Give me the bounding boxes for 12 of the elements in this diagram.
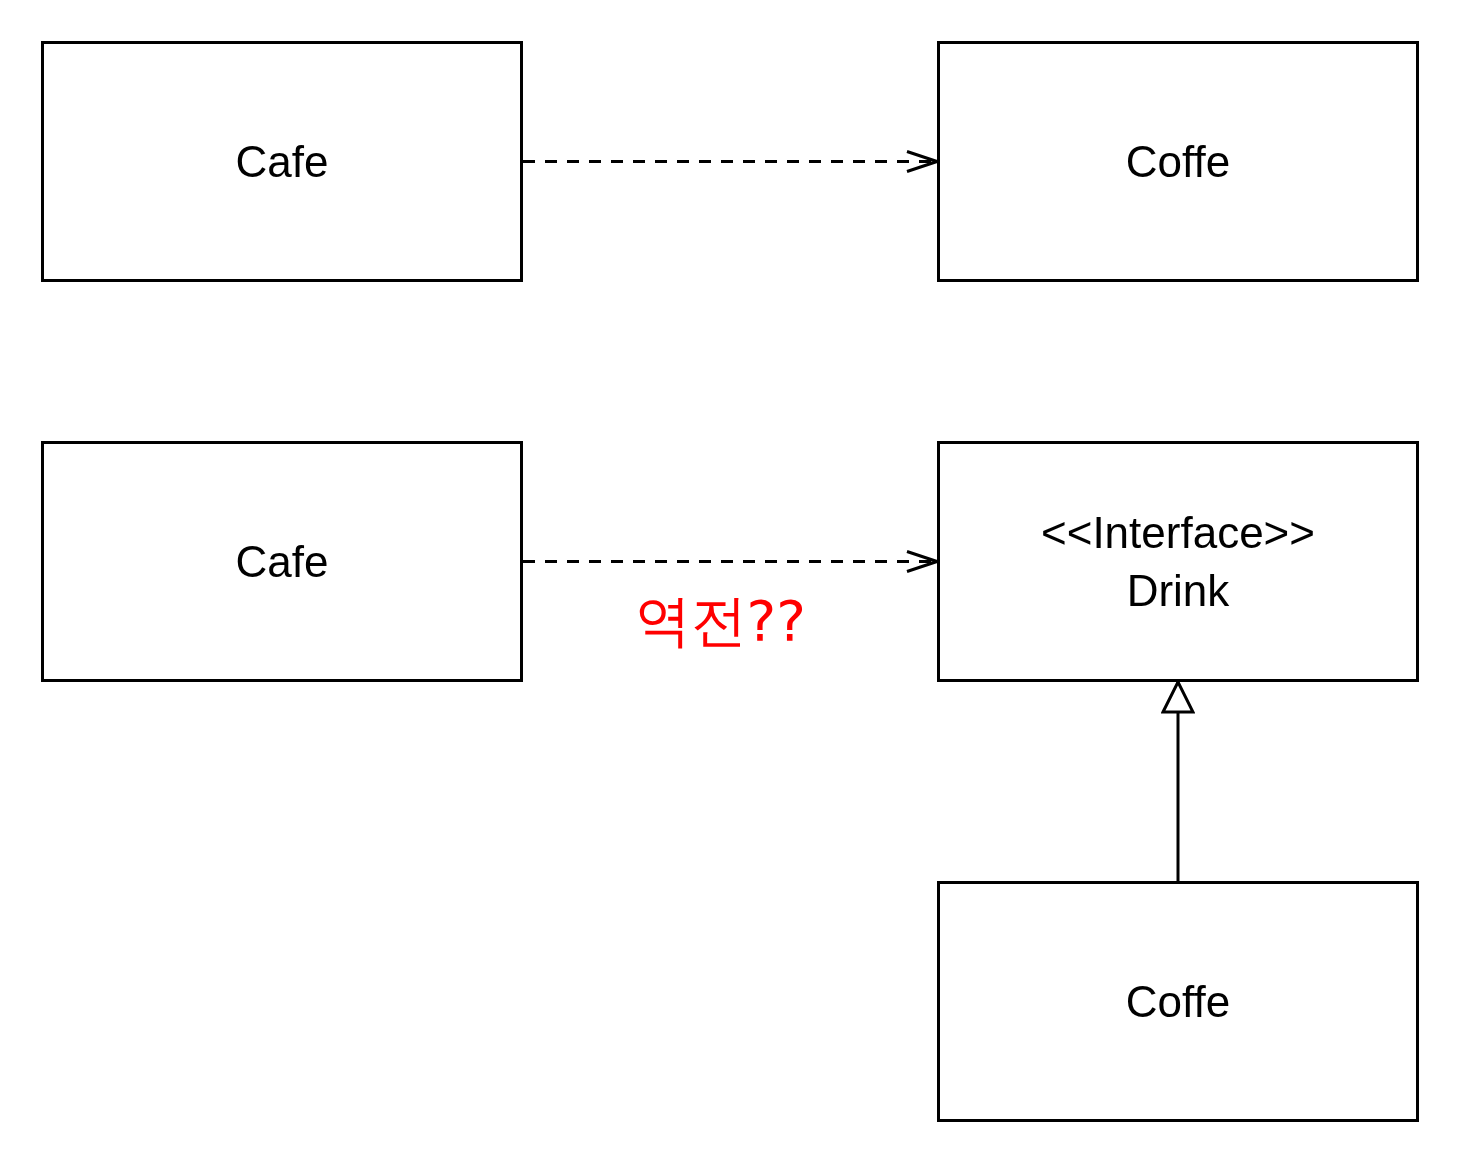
class-box [937, 881, 1419, 1122]
class-name: Coffe [1125, 975, 1231, 1028]
class-label: <<Interface>> [1041, 506, 1315, 559]
class-box [41, 441, 523, 682]
class-box [41, 41, 523, 282]
class-box [937, 441, 1419, 682]
class-name: Cafe [235, 535, 329, 588]
class-name: Coffe [1125, 135, 1231, 188]
class-label: Drink [1126, 564, 1230, 617]
edge-label: 역전?? [634, 586, 806, 655]
class-name: Cafe [235, 135, 329, 188]
class-box [937, 41, 1419, 282]
